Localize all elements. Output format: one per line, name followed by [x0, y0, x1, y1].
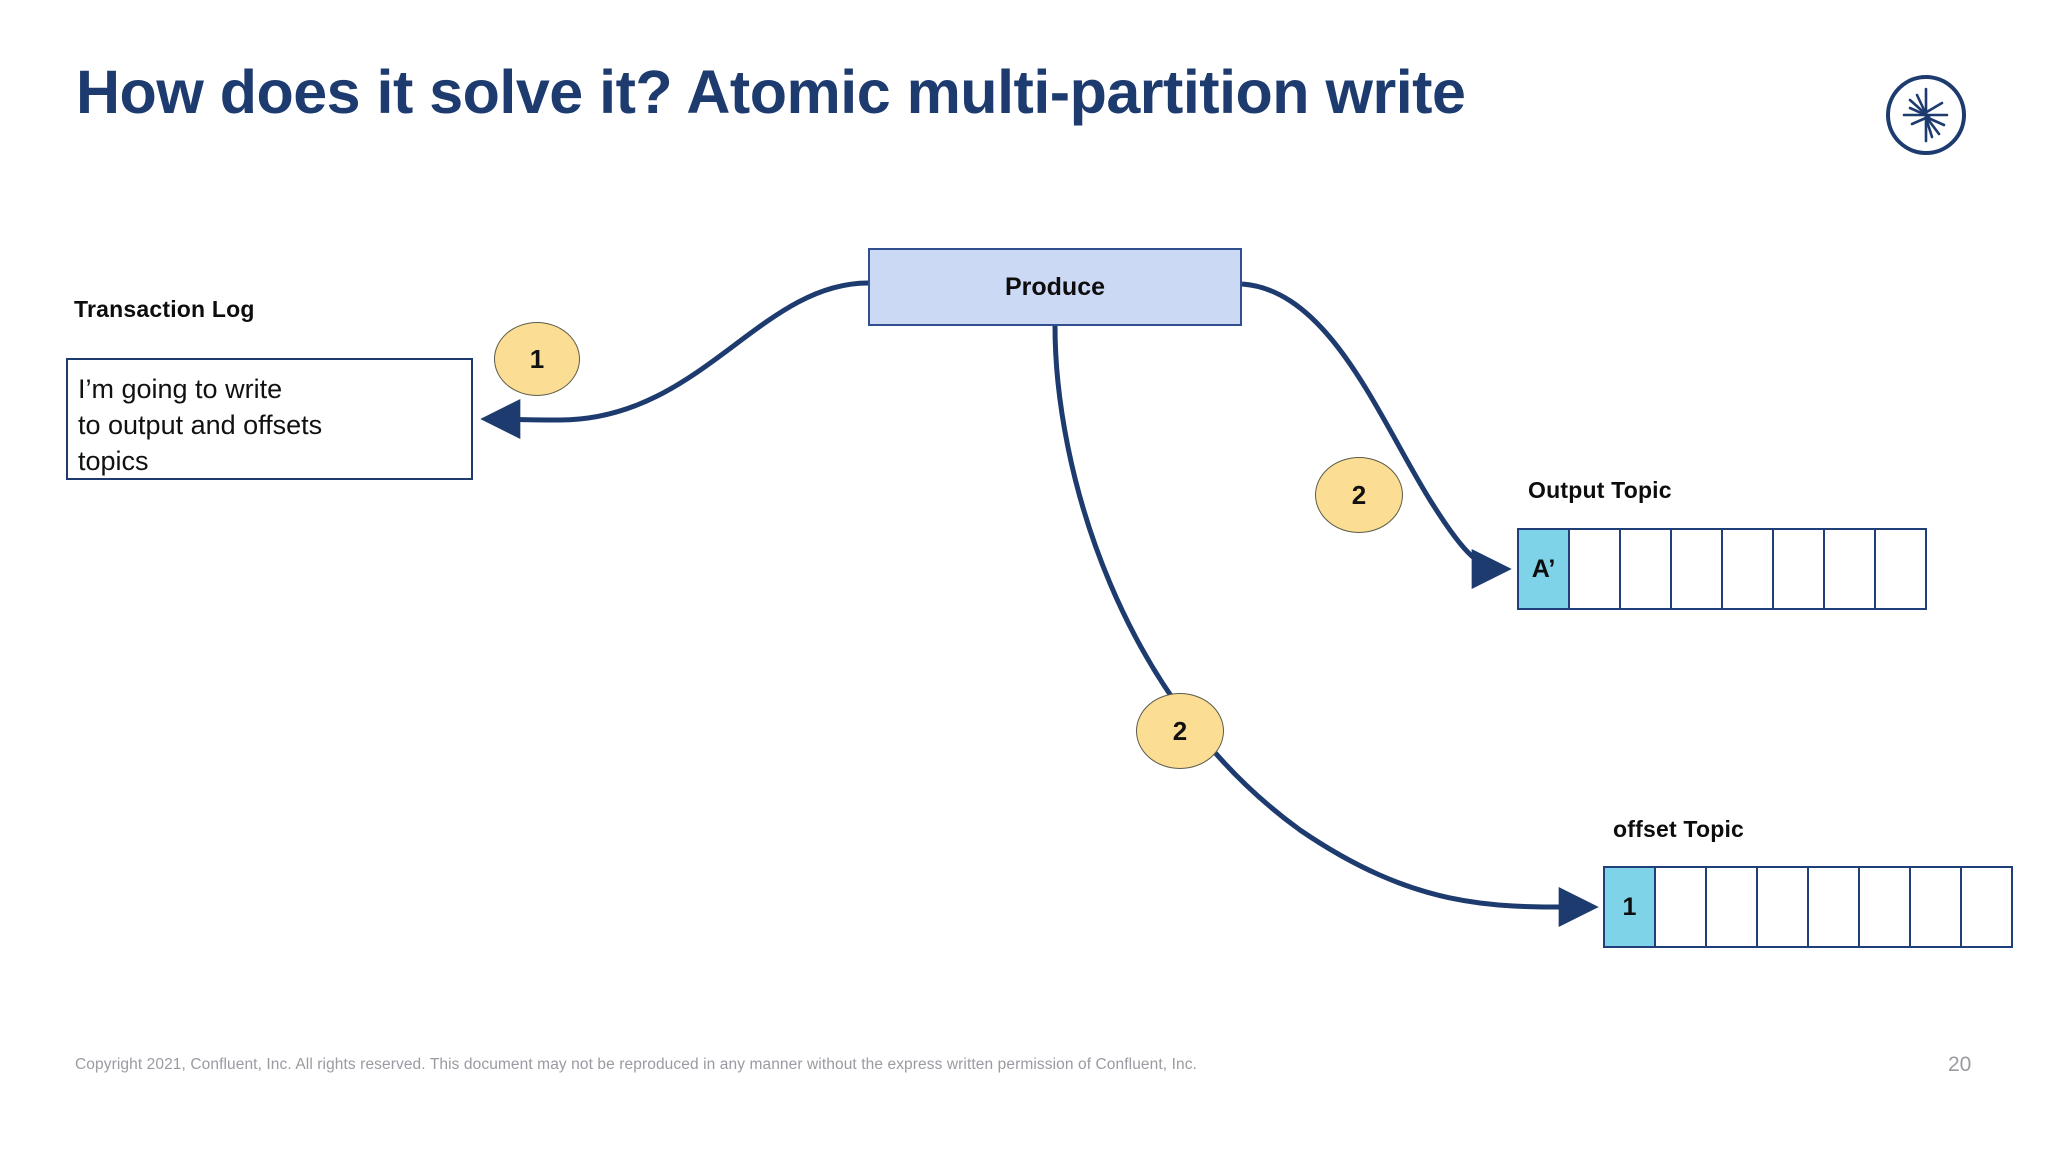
- partition-cell: [1670, 528, 1723, 610]
- partition-cell: A’: [1517, 528, 1570, 610]
- arrow-produce-to-offset-topic: [1052, 325, 1599, 928]
- step-badge-2-offset: 2: [1136, 693, 1224, 769]
- partition-cell: [1909, 866, 1962, 948]
- produce-label: Produce: [1004, 272, 1106, 301]
- partition-cell: [1807, 866, 1860, 948]
- produce-node[interactable]: Produce: [868, 248, 1242, 326]
- partition-cell: [1772, 528, 1825, 610]
- page-title: How does it solve it? Atomic multi-parti…: [76, 58, 1466, 126]
- partition-cell: 1: [1603, 866, 1656, 948]
- offset-topic-caption: offset Topic: [1613, 816, 1745, 842]
- partition-cell: [1568, 528, 1621, 610]
- confluent-starburst-logo-icon: [1884, 73, 1968, 157]
- step-badge-2-output: 2: [1315, 457, 1403, 533]
- footer-copyright: Copyright 2021, Confluent, Inc. All righ…: [75, 1056, 1197, 1073]
- partition-cell: [1619, 528, 1672, 610]
- transaction-log-box: I’m going to write to output and offsets…: [66, 358, 473, 480]
- partition-cell: [1960, 866, 2013, 948]
- partition-cell: [1721, 528, 1774, 610]
- partition-cell: [1705, 866, 1758, 948]
- transaction-log-caption: Transaction Log: [74, 296, 255, 322]
- step-badge-1: 1: [494, 322, 580, 396]
- output-topic-partitions: A’: [1517, 528, 1927, 610]
- partition-cell: [1858, 866, 1911, 948]
- transaction-log-message: I’m going to write to output and offsets…: [78, 374, 323, 476]
- partition-cell: [1756, 866, 1809, 948]
- partition-cell: [1823, 528, 1876, 610]
- offset-topic-partitions: 1: [1603, 866, 2013, 948]
- partition-cell: [1654, 866, 1707, 948]
- footer-page-number: 20: [1948, 1053, 1972, 1076]
- partition-cell: [1874, 528, 1927, 610]
- output-topic-caption: Output Topic: [1528, 477, 1672, 503]
